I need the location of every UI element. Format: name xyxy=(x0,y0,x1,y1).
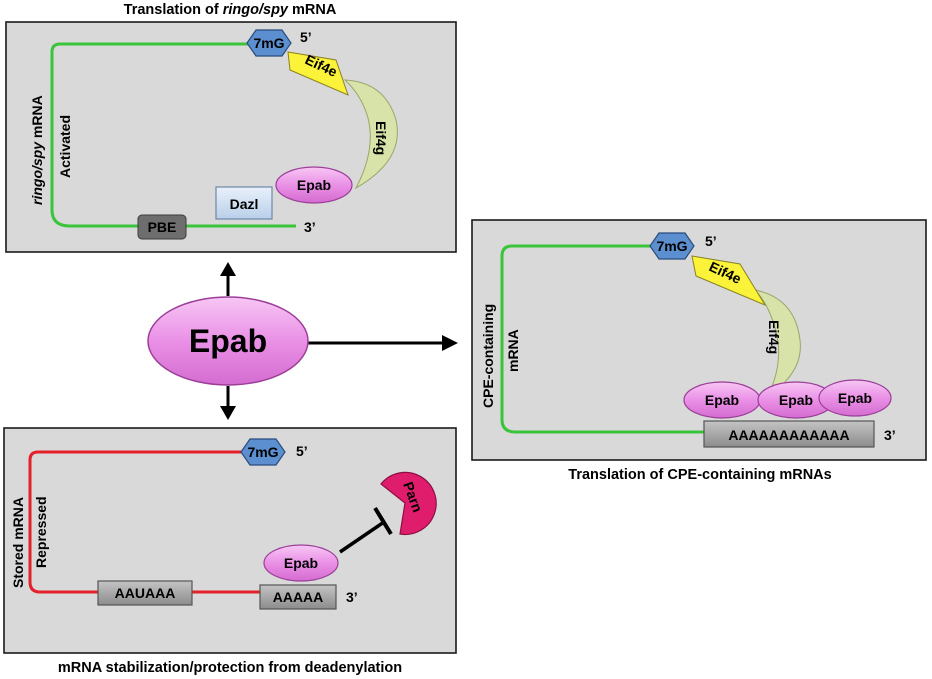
bottom-panel-caption: mRNA stabilization/protection from deade… xyxy=(58,660,402,676)
top-mrna-strand xyxy=(50,42,296,228)
top-three-prime: 3’ xyxy=(304,219,316,235)
top-panel-caption: Translation of ringo/spy mRNA xyxy=(124,2,337,18)
right-polya-box xyxy=(703,420,875,448)
right-panel: Translation of CPE-containing mRNAs CPE-… xyxy=(471,219,927,483)
right-epab-label-3: Epab xyxy=(838,390,872,406)
top-eif4e-shape xyxy=(287,51,349,96)
right-mrna-label-line2: mRNA xyxy=(505,329,521,372)
top-cap-label: 7mG xyxy=(253,35,284,51)
top-state-label: Activated xyxy=(57,115,73,178)
top-dazl-label: Dazl xyxy=(230,196,259,212)
top-panel: Translation of ringo/spy mRNA ringo/spy … xyxy=(5,2,457,253)
bottom-three-prime: 3’ xyxy=(346,589,358,605)
bottom-polya-box xyxy=(259,584,337,610)
arrow-down-head xyxy=(220,406,236,420)
right-epab-oval-3 xyxy=(818,379,892,417)
top-pbe-label: PBE xyxy=(148,219,177,235)
top-five-prime: 5’ xyxy=(300,29,312,45)
right-cap-hexagon xyxy=(649,232,695,260)
right-eif4g-label: Eif4g xyxy=(766,320,782,354)
bottom-panel: mRNA stabilization/protection from deade… xyxy=(3,427,457,676)
top-mrna-label: ringo/spy mRNA xyxy=(29,95,45,205)
right-mrna-strand xyxy=(500,244,706,434)
bottom-panel-frame xyxy=(3,427,457,654)
right-polya-label: AAAAAAAAAAAA xyxy=(728,427,849,443)
bottom-polya-label: AAAAA xyxy=(273,589,324,605)
bottom-five-prime: 5’ xyxy=(296,443,308,459)
right-eif4e-shape xyxy=(691,255,767,307)
right-panel-caption: Translation of CPE-containing mRNAs xyxy=(568,467,831,483)
right-five-prime: 5’ xyxy=(705,233,717,249)
top-epab-label: Epab xyxy=(297,177,331,193)
inhibition-bar xyxy=(373,506,393,536)
top-epab-oval xyxy=(275,166,353,204)
top-pbe-box xyxy=(137,214,187,240)
bottom-mrna-label-line2: Repressed xyxy=(33,496,49,568)
inhibition-line xyxy=(339,520,385,554)
bottom-hexamer-box xyxy=(97,580,193,606)
right-epab-label-2: Epab xyxy=(779,392,813,408)
arrow-up-head xyxy=(220,262,236,276)
bottom-mrna-label-line1: Stored mRNA xyxy=(10,497,26,588)
right-cap-label: 7mG xyxy=(656,238,687,254)
bottom-cap-hexagon xyxy=(240,438,286,466)
bottom-epab-label: Epab xyxy=(284,555,318,571)
top-cap-hexagon xyxy=(246,29,292,57)
right-three-prime: 3’ xyxy=(884,427,896,443)
arrow-right-head xyxy=(442,335,458,351)
bottom-cap-label: 7mG xyxy=(247,444,278,460)
right-mrna-label-line1: CPE-containing xyxy=(480,304,496,408)
bottom-hexamer-label: AAUAAA xyxy=(115,585,176,601)
center-epab-label: Epab xyxy=(189,323,267,359)
top-eif4g-label: Eif4g xyxy=(373,121,389,155)
bottom-mrna-strand xyxy=(28,450,268,594)
top-dazl-box xyxy=(215,186,273,220)
parn-shape xyxy=(380,471,437,536)
center-hub: Epab xyxy=(147,262,458,420)
right-epab-label-1: Epab xyxy=(705,392,739,408)
top-eif4g-shape xyxy=(343,79,398,190)
center-epab-oval xyxy=(147,296,309,386)
bottom-epab-oval xyxy=(263,544,339,582)
